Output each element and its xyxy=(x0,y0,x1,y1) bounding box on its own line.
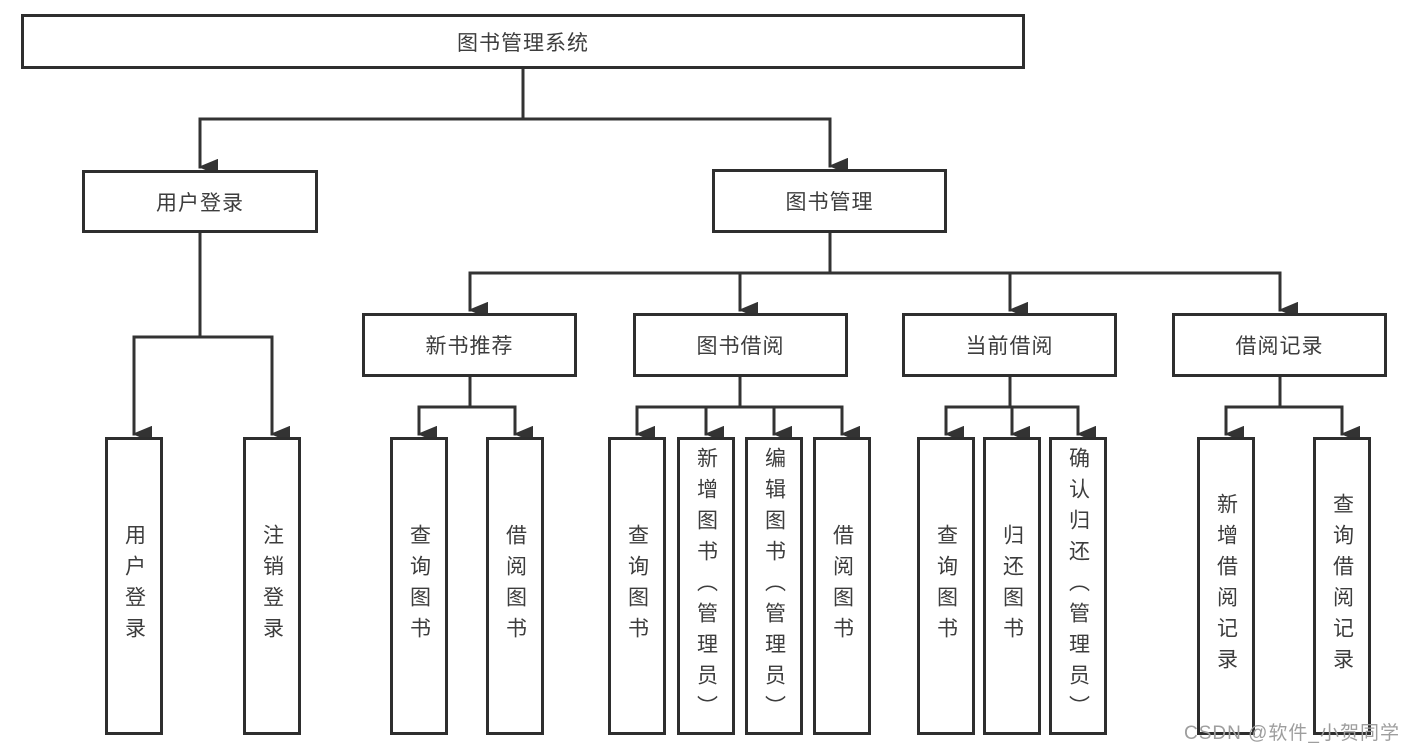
node-book-management: 图书管理 xyxy=(712,169,947,233)
node-user-login: 用户登录 xyxy=(82,170,318,233)
leaf-user-login: 用户登录 xyxy=(105,437,163,735)
leaf-nb-query-book-label: 查询图书 xyxy=(407,524,431,648)
leaf-br-query-record-label: 查询借阅记录 xyxy=(1330,493,1354,679)
leaf-user-login-label: 用户登录 xyxy=(122,524,146,648)
leaf-bb-borrow-book-label: 借阅图书 xyxy=(830,524,854,648)
leaf-cb-query-book-label: 查询图书 xyxy=(934,524,958,648)
leaf-bb-query-book-label: 查询图书 xyxy=(625,524,649,648)
leaf-cb-return-book-label: 归还图书 xyxy=(1000,524,1024,648)
leaf-br-query-record: 查询借阅记录 xyxy=(1313,437,1371,735)
leaf-bb-borrow-book: 借阅图书 xyxy=(813,437,871,735)
csdn-watermark: CSDN @软件_小贺同学 xyxy=(1184,723,1400,744)
leaf-logout-label: 注销登录 xyxy=(260,524,284,648)
leaf-nb-borrow-book: 借阅图书 xyxy=(486,437,544,735)
node-book-borrow: 图书借阅 xyxy=(633,313,848,377)
leaf-cb-return-book: 归还图书 xyxy=(983,437,1041,735)
leaf-br-add-record: 新增借阅记录 xyxy=(1197,437,1255,735)
leaf-bb-add-book-admin-label: 新增图书（管理员） xyxy=(694,446,718,726)
leaf-cb-confirm-return-admin-label: 确认归还（管理员） xyxy=(1066,446,1090,726)
leaf-bb-query-book: 查询图书 xyxy=(608,437,666,735)
node-borrow-records: 借阅记录 xyxy=(1172,313,1387,377)
leaf-bb-add-book-admin: 新增图书（管理员） xyxy=(677,437,735,735)
leaf-br-add-record-label: 新增借阅记录 xyxy=(1214,493,1238,679)
leaf-bb-edit-book-admin-label: 编辑图书（管理员） xyxy=(762,446,786,726)
leaf-cb-query-book: 查询图书 xyxy=(917,437,975,735)
leaf-nb-query-book: 查询图书 xyxy=(390,437,448,735)
node-new-book-recommend: 新书推荐 xyxy=(362,313,577,377)
leaf-logout: 注销登录 xyxy=(243,437,301,735)
leaf-cb-confirm-return-admin: 确认归还（管理员） xyxy=(1049,437,1107,735)
leaf-nb-borrow-book-label: 借阅图书 xyxy=(503,524,527,648)
node-root-library-system: 图书管理系统 xyxy=(21,14,1025,69)
leaf-bb-edit-book-admin: 编辑图书（管理员） xyxy=(745,437,803,735)
node-current-borrow: 当前借阅 xyxy=(902,313,1117,377)
